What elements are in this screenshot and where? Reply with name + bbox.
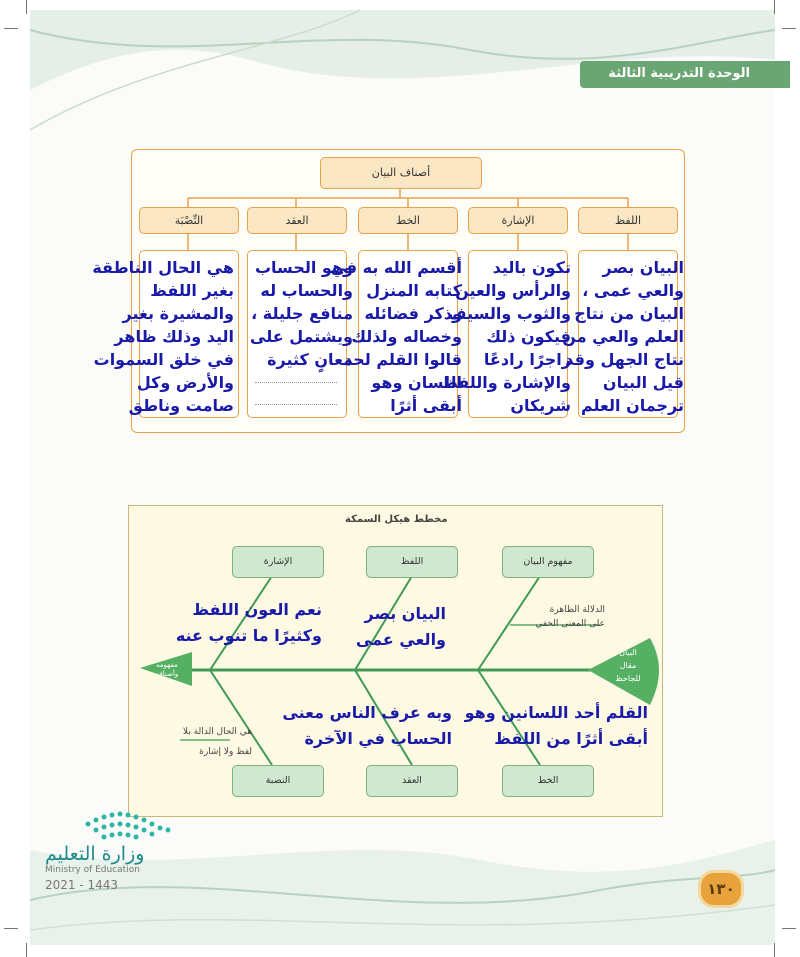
ministry-name-en: Ministry of Education <box>45 865 140 875</box>
answer-line <box>255 404 337 405</box>
crop-mark <box>26 0 27 14</box>
unit-title: الوحدة التدريبية الثالثة <box>608 66 750 81</box>
tree-col-title: الإشارة <box>468 207 568 234</box>
fishbone-title: مخطط هيكل السمكة <box>345 514 448 525</box>
fishbone-box-nusba: النصبة <box>232 765 324 797</box>
ministry-year: 2021 - 1443 <box>45 878 119 892</box>
crop-mark <box>782 28 796 29</box>
crop-mark <box>774 0 775 14</box>
crop-mark <box>774 943 775 957</box>
answer-line <box>255 382 337 383</box>
ministry-logo-dots <box>85 811 171 840</box>
tree-col-title: العقد <box>247 207 347 234</box>
tree-col-title: اللفظ <box>578 207 678 234</box>
crop-mark <box>782 928 796 929</box>
tree-col-box <box>468 250 568 418</box>
fishbone-box-concept: مفهوم البيان <box>502 546 594 578</box>
fishbone-box-lafz: اللفظ <box>366 546 458 578</box>
tree-col-box <box>358 250 458 418</box>
page-number: ١٣٠ <box>698 870 744 908</box>
crop-mark <box>4 28 18 29</box>
tree-col-title: النِّصْبَة <box>139 207 239 234</box>
fishbone-box-ishara: الإشارة <box>232 546 324 578</box>
unit-banner: الوحدة التدريبية الثالثة <box>580 61 790 88</box>
tree-root: أصناف البيان <box>320 157 482 189</box>
crop-mark <box>4 928 18 929</box>
fishbone-box-khat: الخط <box>502 765 594 797</box>
tree-col-box <box>139 250 239 418</box>
tree-col-title: الخط <box>358 207 458 234</box>
crop-mark <box>26 943 27 957</box>
ministry-name-ar: وزارة التعليم <box>45 843 145 865</box>
tree-col-box <box>247 250 347 418</box>
tree-connectors <box>187 189 629 250</box>
fishbone-box-aqd: العقد <box>366 765 458 797</box>
tree-col-box <box>578 250 678 418</box>
